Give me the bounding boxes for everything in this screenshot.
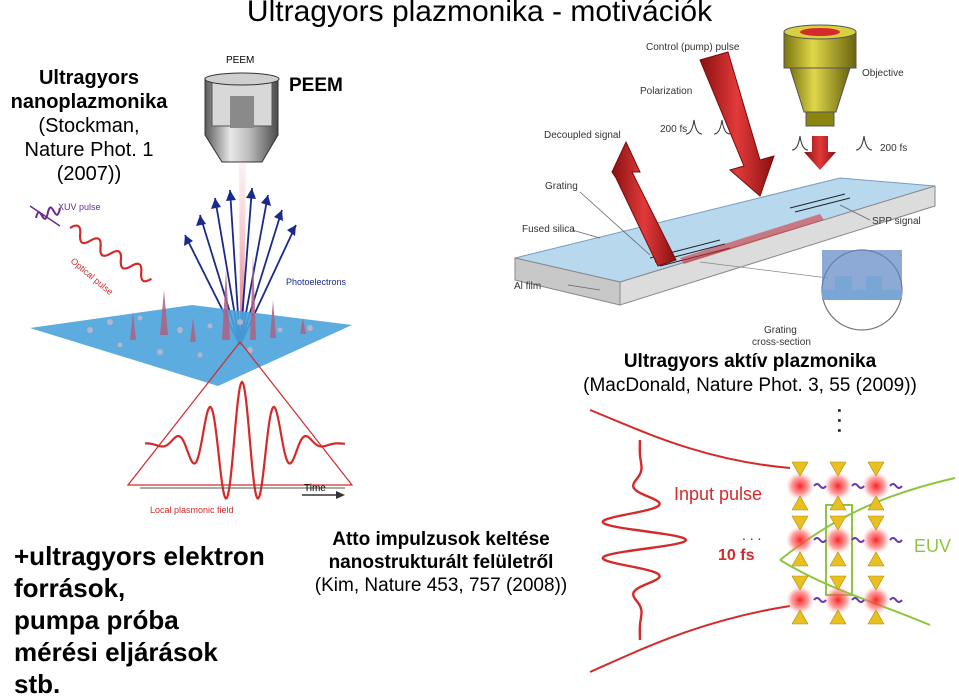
br-dots: . . . xyxy=(742,527,761,543)
envelope-bottom xyxy=(589,605,791,673)
envelope-top xyxy=(589,409,791,469)
fs-left-label: 200 fs xyxy=(660,124,687,135)
al-film-label: Al film xyxy=(514,281,541,292)
right-caption-line1: Ultragyors aktív plazmonika xyxy=(623,351,877,372)
euv-label: EUV xyxy=(914,536,951,556)
bl-line1: +ultragyors elektron xyxy=(14,541,265,571)
tl-line3: (Stockman, xyxy=(38,115,140,137)
pump-arrow-icon xyxy=(699,51,775,197)
middle-caption: Atto impulzusok keltése nanostrukturált … xyxy=(306,528,576,597)
decoupled-label: Decoupled signal xyxy=(544,130,621,141)
spp-signal-beam xyxy=(680,214,824,264)
mid-line1: Atto impulzusok keltése xyxy=(332,529,550,550)
tl-line4: Nature Phot. 1 (2007)) xyxy=(24,139,154,185)
fs-right-label: 200 fs xyxy=(880,143,907,154)
objective-label: Objective xyxy=(862,68,904,79)
fs-label: 10 fs xyxy=(718,547,755,564)
bottom-left-text: +ultragyors elektron források, pumpa pró… xyxy=(14,540,265,700)
tl-line2: nanoplazmonika xyxy=(10,91,168,113)
bowtie-array xyxy=(786,461,903,625)
top-left-caption: Ultragyors nanoplazmonika (Stockman, Nat… xyxy=(0,66,178,186)
grating-label: Grating xyxy=(545,181,578,192)
input-pulse-label: Input pulse xyxy=(674,484,762,504)
objective-icon xyxy=(783,24,857,127)
vertical-dots: . . . xyxy=(834,408,874,434)
mid-line3: (Kim, Nature 453, 757 (2008)) xyxy=(314,575,568,596)
tl-line1: Ultragyors xyxy=(38,67,140,89)
bl-line3: pumpa próba xyxy=(14,605,179,635)
input-pulse-wave xyxy=(601,440,688,640)
right-caption: Ultragyors aktív plazmonika (MacDonald, … xyxy=(550,350,950,398)
peem-device-label: PEEM xyxy=(226,55,254,66)
right-caption-line2: (MacDonald, Nature Phot. 3, 55 (2009)) xyxy=(583,375,917,396)
spp-label: SPP signal xyxy=(872,216,921,227)
field-label: Local plasmonic field xyxy=(150,505,234,515)
bl-line5: stb. xyxy=(14,669,61,699)
xuv-label: XUV pulse xyxy=(58,202,101,212)
peem-label: PEEM xyxy=(289,75,343,96)
vertical-dots-text: . . . xyxy=(834,408,854,434)
time-label: Time xyxy=(304,483,326,494)
cross-section-label-2: cross-section xyxy=(752,337,811,348)
local-field-wave xyxy=(145,380,346,501)
bl-line4: mérési eljárások xyxy=(14,637,218,667)
control-label: Control (pump) pulse xyxy=(646,42,740,53)
bl-line2: források, xyxy=(14,573,126,603)
field-funnel xyxy=(126,341,354,486)
decoupled-arrow-icon xyxy=(611,140,677,267)
photoelectrons-label: Photoelectrons xyxy=(286,277,347,287)
mid-line2: nanostrukturált felületről xyxy=(328,552,554,573)
fused-silica-label: Fused silica xyxy=(522,224,575,235)
optical-pulse-icon xyxy=(69,224,152,283)
cross-section-label-1: Grating xyxy=(764,325,797,336)
page-title: Ultragyors plazmonika - motivációk xyxy=(246,0,713,28)
polarization-label: Polarization xyxy=(640,86,692,97)
xuv-pulse-icon xyxy=(29,205,61,227)
